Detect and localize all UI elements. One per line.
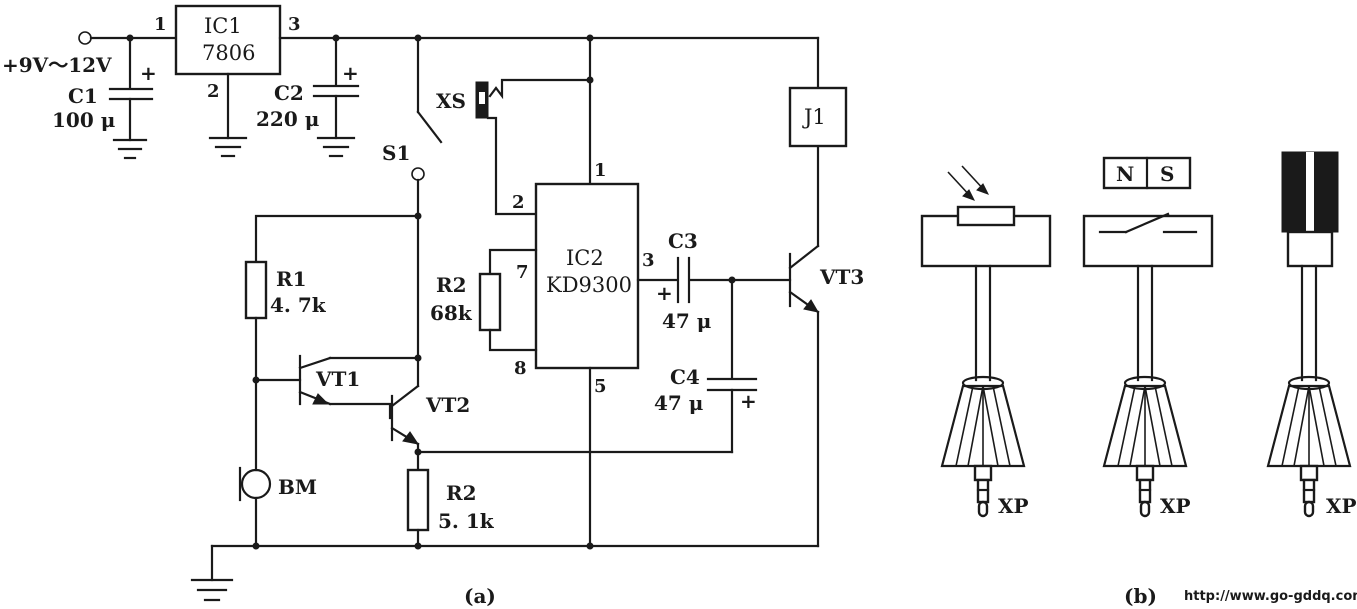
c1-value: 100 μ [52, 108, 115, 132]
r2b-value: 5. 1k [438, 509, 495, 533]
r2a-value: 68k [430, 301, 473, 325]
c2-name: C2 [274, 81, 304, 105]
supply-label: +9V～12V [2, 53, 112, 77]
ic1-regulator [174, 4, 282, 76]
probe-magnetic-sensor: N S XP [1082, 156, 1214, 518]
c2-polarity: + [342, 61, 359, 85]
ic1-name: IC1 [204, 14, 242, 38]
plug1-handle [940, 375, 1026, 468]
vt3-transistor [788, 144, 820, 548]
magnet-n: N [1116, 162, 1134, 186]
r2a-name: R2 [436, 273, 467, 297]
r2-5k1-resistor [406, 468, 430, 532]
xs-name: XS [436, 89, 466, 113]
vt2-transistor [390, 356, 420, 472]
ic2-pin3: 3 [642, 250, 655, 271]
vt3-name: VT3 [819, 265, 864, 289]
ic1-pin2: 2 [207, 81, 220, 102]
r1-name: R1 [276, 267, 307, 291]
plug3-handle [1266, 375, 1352, 468]
probe-contact-sensor: XP [1266, 151, 1357, 518]
c4-name: C4 [670, 365, 700, 389]
photoresistor [956, 205, 1016, 227]
ic2-name: IC2 [566, 246, 604, 270]
switch-s1: S1 [382, 34, 443, 360]
c2-ground-symbol [316, 136, 356, 158]
vt1-name: VT1 [315, 367, 360, 391]
ic2-music-chip: IC2 KD9300 1 2 7 8 3 5 R2 68k [430, 34, 655, 548]
ic2-pin2: 2 [512, 192, 525, 213]
c4-polarity: + [740, 389, 757, 413]
c3-polarity: + [656, 281, 673, 305]
plug1-label: XP [998, 494, 1029, 518]
s1-name: S1 [382, 141, 410, 165]
jack-xs: XS [436, 76, 594, 216]
j1-name: J1 [802, 105, 826, 129]
r1-resistor [244, 260, 268, 320]
vt2-name: VT2 [425, 393, 470, 417]
c1-polarity: + [140, 61, 157, 85]
s1-contact [411, 167, 425, 181]
website-watermark: http://www.go-gddq.com [1184, 589, 1357, 604]
r2-68k-resistor [478, 272, 502, 332]
ic2-part: KD9300 [546, 273, 632, 297]
power-supply-section: +9V～12V + C1 100 μ IC1 7806 1 3 2 [2, 4, 820, 160]
magnet-s: S [1160, 162, 1174, 186]
ic1-part: 7806 [202, 41, 255, 65]
input-amplifier: R1 4. 7k VT1 VT2 R2 [190, 212, 820, 602]
c1-ground-symbol [112, 138, 148, 160]
s1-blade [416, 110, 443, 144]
plug3-label: XP [1326, 494, 1357, 518]
ic1-ground-symbol [208, 136, 248, 158]
c2-value: 220 μ [256, 107, 319, 131]
vt1-transistor [298, 354, 420, 420]
ic2-pin8: 8 [514, 358, 527, 379]
c1-name: C1 [68, 84, 98, 108]
probe-light-sensor: XP [920, 165, 1052, 518]
supply-terminal [78, 31, 92, 45]
plug2-handle [1102, 375, 1188, 468]
ic2-pin7: 7 [516, 262, 529, 283]
r2b-name: R2 [446, 481, 477, 505]
ic1-pin1: 1 [154, 14, 167, 35]
j1-relay [788, 86, 848, 148]
bm-name: BM [278, 475, 317, 499]
ic1-pin3: 3 [288, 14, 301, 35]
caption-b: (b) [1124, 584, 1157, 608]
plug2-label: XP [1160, 494, 1191, 518]
c4-value: 47 μ [654, 391, 703, 415]
r1-value: 4. 7k [270, 293, 327, 317]
ic2-pin5: 5 [594, 376, 607, 397]
ic2-body [534, 182, 640, 370]
ic2-pin1: 1 [594, 160, 607, 181]
main-ground-symbol [190, 578, 234, 602]
c3-value: 47 μ [662, 309, 711, 333]
output-stage: + C3 47 μ + C4 47 μ VT3 J1 [636, 36, 864, 548]
c3-name: C3 [668, 229, 698, 253]
bm-microphone [238, 466, 272, 548]
caption-a: (a) [464, 584, 496, 608]
